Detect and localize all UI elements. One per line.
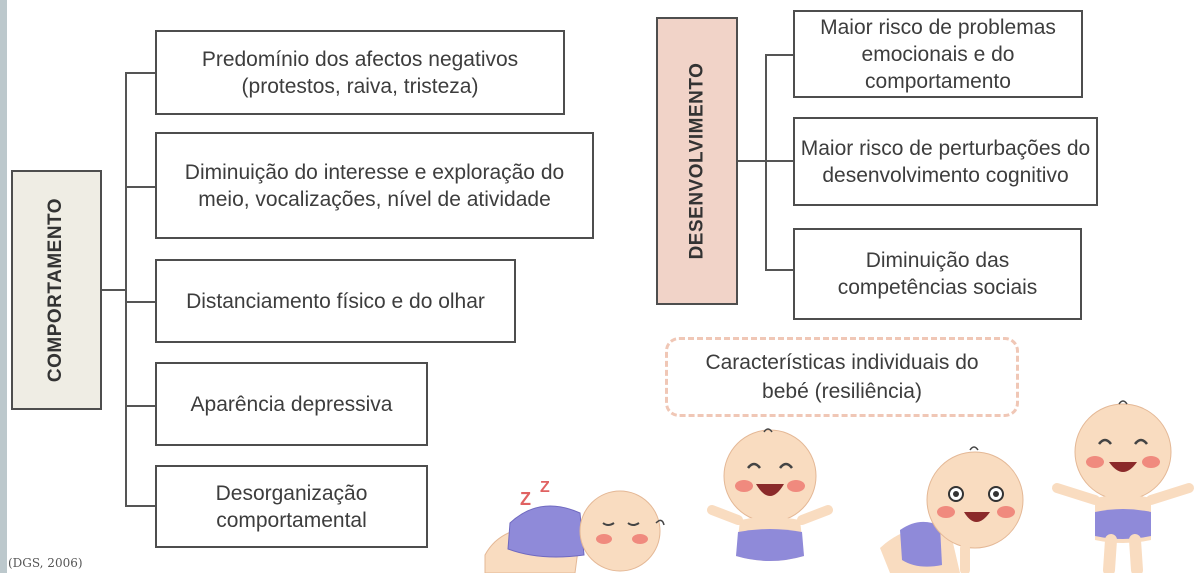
desenvolvimento-item: Diminuição das competências sociais <box>793 228 1082 320</box>
crawling-baby-icon <box>880 446 1024 573</box>
source-citation: (DGS, 2006) <box>8 556 83 570</box>
standing-baby-icon <box>1052 400 1194 573</box>
sleep-z-icon: Z <box>540 479 550 496</box>
right-connector-branch <box>765 54 793 56</box>
comportamento-item: Predomínio dos afectos negativos (protes… <box>155 30 565 115</box>
resilience-note: Características individuais do bebé (res… <box>665 337 1019 417</box>
right-connector-trunk <box>765 54 767 271</box>
comportamento-item: Distanciamento físico e do olhar <box>155 259 516 343</box>
comportamento-label: COMPORTAMENTO <box>11 170 102 410</box>
comportamento-item: Desorganização comportamental <box>155 465 428 548</box>
left-connector-branch <box>125 505 155 507</box>
left-connector-stub <box>102 289 126 291</box>
desenvolvimento-label-text: DESENVOLVIMENTO <box>686 62 708 260</box>
sleeping-baby-icon: Z Z <box>484 479 665 573</box>
right-connector-branch <box>765 269 793 271</box>
desenvolvimento-label: DESENVOLVIMENTO <box>656 17 738 305</box>
sleep-z-icon: Z <box>520 489 531 509</box>
right-connector-branch <box>765 160 793 162</box>
left-edge-bar <box>0 0 7 573</box>
desenvolvimento-item: Maior risco de perturbações do desenvolv… <box>793 117 1098 206</box>
left-connector-branch <box>125 72 155 74</box>
left-connector-branch <box>125 405 155 407</box>
happy-baby-icon <box>707 428 833 561</box>
comportamento-item: Diminuição do interesse e exploração do … <box>155 132 594 239</box>
comportamento-item: Aparência depressiva <box>155 362 428 446</box>
left-connector-branch <box>125 186 155 188</box>
left-connector-branch <box>125 301 155 303</box>
comportamento-label-text: COMPORTAMENTO <box>45 197 67 383</box>
left-connector-trunk <box>125 72 127 506</box>
right-connector-stub <box>738 160 766 162</box>
desenvolvimento-item: Maior risco de problemas emocionais e do… <box>793 10 1083 98</box>
